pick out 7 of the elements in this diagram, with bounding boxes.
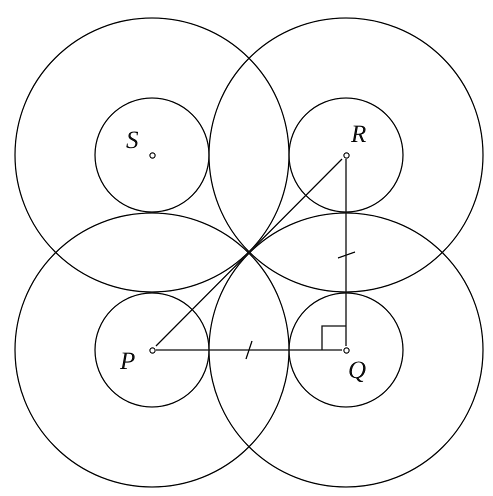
point-label: S [126,128,138,154]
line-segment [156,158,342,346]
line-segment [345,159,347,346]
point-label: P [120,349,136,375]
point-label: Q [348,358,366,384]
line-segment [156,349,342,351]
point-label: R [351,122,366,148]
